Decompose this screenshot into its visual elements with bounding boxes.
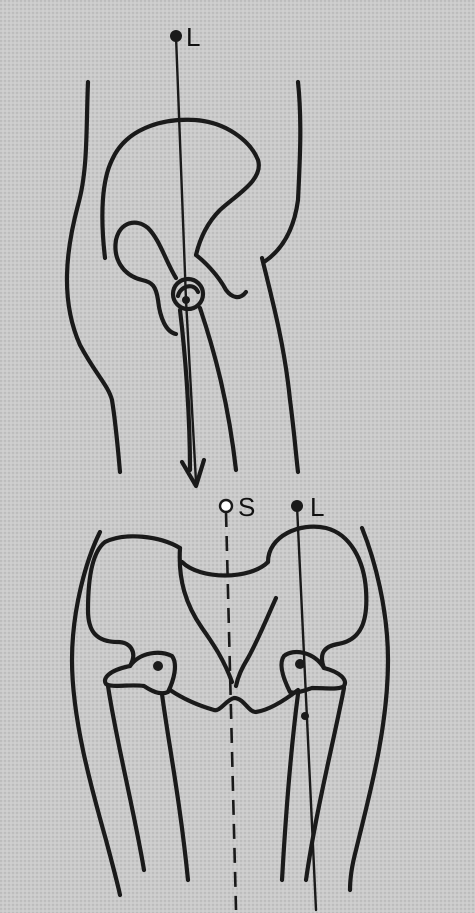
label-lateral-top: L bbox=[186, 22, 200, 52]
symmetry-point bbox=[220, 500, 232, 512]
load-line-dot bbox=[301, 712, 309, 720]
left-femur-dot bbox=[153, 661, 163, 671]
label-lateral-bottom: L bbox=[310, 492, 324, 522]
label-symmetry: S bbox=[238, 492, 255, 522]
